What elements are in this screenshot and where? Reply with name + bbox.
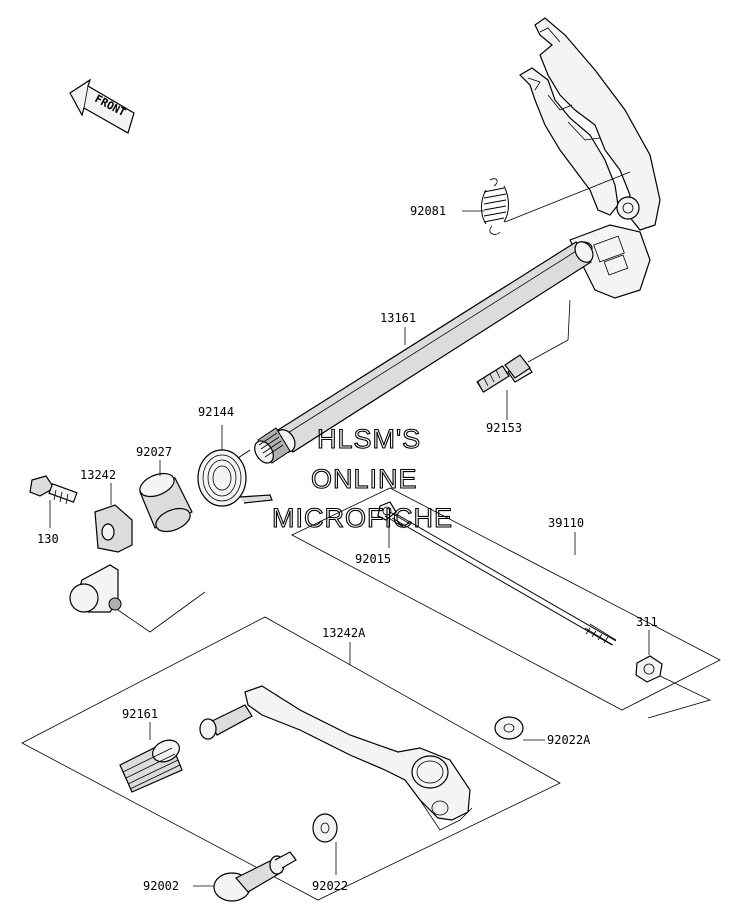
part-92015-nut: [377, 501, 397, 521]
label-130: 130: [37, 532, 59, 546]
watermark: HLSM'S ONLINE MICROFICHE: [271, 423, 453, 533]
label-13161: 13161: [380, 311, 416, 325]
watermark-line2: ONLINE: [311, 464, 418, 494]
label-92022A: 92022A: [547, 733, 591, 747]
part-39110-tie-rod: [291, 487, 721, 711]
watermark-line1: HLSM'S: [317, 424, 421, 454]
label-92002: 92002: [143, 879, 179, 893]
part-311-nut: [635, 655, 712, 719]
label-92022: 92022: [312, 879, 348, 893]
label-92144: 92144: [198, 405, 234, 419]
label-92081: 92081: [410, 204, 446, 218]
shift-fork-arm: [519, 17, 661, 299]
part-13161-shift-shaft: [254, 241, 594, 464]
part-13242A-shift-pedal: [21, 616, 561, 901]
part-92027-collar: [139, 472, 193, 533]
label-92161: 92161: [122, 707, 158, 721]
part-130-bolt: [29, 475, 78, 505]
label-92027: 92027: [136, 445, 172, 459]
part-92022-washer: [312, 813, 338, 843]
part-92002-pivot-bolt: [213, 851, 297, 902]
front-arrow-icon: FRONT: [69, 78, 135, 134]
label-39110: 39110: [548, 516, 584, 530]
label-92015: 92015: [355, 552, 391, 566]
part-92153-bolt: [476, 299, 571, 393]
label-311: 311: [636, 615, 658, 629]
part-92022A-washer: [494, 716, 524, 740]
label-13242A: 13242A: [322, 626, 366, 640]
part-92161-pedal-rubber: [119, 739, 183, 793]
label-92153: 92153: [486, 421, 522, 435]
label-13242: 13242: [80, 468, 116, 482]
part-13242-lever: [69, 504, 206, 633]
watermark-line3: MICROFICHE: [272, 503, 453, 533]
part-92081-spring: [481, 171, 631, 235]
